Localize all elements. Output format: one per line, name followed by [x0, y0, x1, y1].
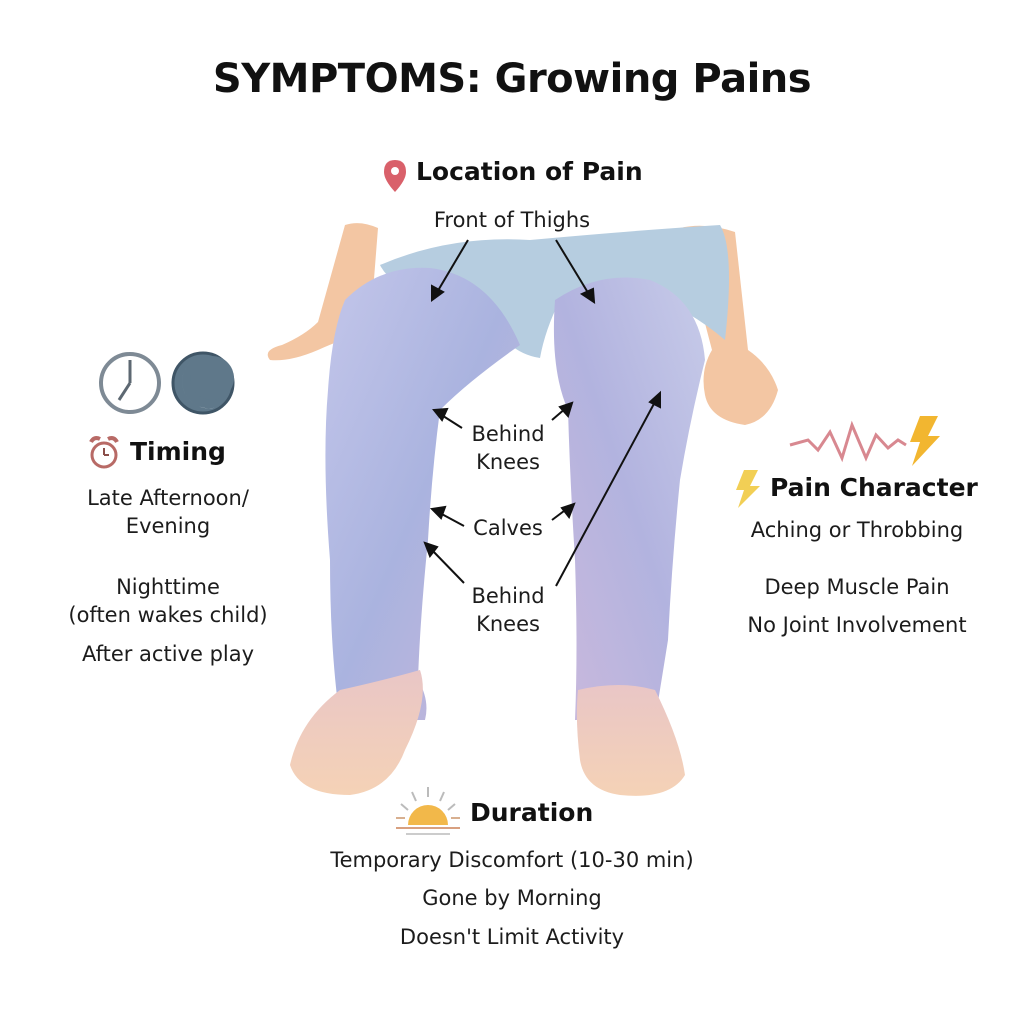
duration-line-2: Gone by Morning: [422, 886, 602, 910]
pain-character-line-3: No Joint Involvement: [747, 613, 967, 637]
lightning-icon: [910, 416, 940, 466]
pulse-wave-icon: [789, 420, 907, 463]
label-behind-knees-top-2: Knees: [476, 450, 540, 474]
page-title: SYMPTOMS: Growing Pains: [212, 56, 812, 102]
label-arrows: [423, 239, 661, 587]
label-behind-knees-bottom-1: Behind: [471, 584, 545, 608]
duration-line-3: Doesn't Limit Activity: [399, 925, 625, 949]
alarm-clock-icon: [89, 436, 119, 469]
duration-heading-text: Duration: [470, 798, 594, 827]
label-front-thighs: Front of Thighs: [433, 208, 591, 232]
right-foot: [576, 685, 685, 796]
pain-character-line-2: Deep Muscle Pain: [764, 575, 950, 599]
moon-icon: [171, 351, 235, 415]
timing-line-1: Late Afternoon/: [87, 486, 249, 510]
timing-line-4: (often wakes child): [68, 603, 268, 627]
left-leg: [325, 267, 520, 720]
pain-character-heading: Pain Character: [770, 473, 978, 502]
duration-heading: Duration: [470, 798, 593, 827]
label-calves: Calves: [473, 516, 543, 540]
pain-character-heading-text: Pain Character: [770, 473, 978, 502]
timing-line-2: Evening: [125, 514, 211, 538]
lightning-small-icon: [736, 470, 760, 508]
timing-line-5: After active play: [81, 642, 255, 666]
duration-line-1: Temporary Discomfort (10-30 min): [330, 848, 694, 872]
right-leg: [553, 277, 705, 720]
clock-icon: [99, 352, 161, 414]
shorts: [380, 225, 729, 358]
label-behind-knees-top-1: Behind: [471, 422, 545, 446]
timing-line-3: Nighttime: [116, 575, 220, 599]
label-behind-knees-bottom-2: Knees: [476, 612, 540, 636]
map-pin-icon: [384, 160, 406, 192]
pain-character-line-1: Aching or Throbbing: [750, 518, 964, 542]
location-heading: Location of Pain: [416, 157, 643, 186]
timing-heading: Timing: [130, 437, 226, 466]
sunrise-icon: [396, 787, 460, 835]
timing-heading-text: Timing: [130, 437, 226, 466]
left-foot: [290, 670, 423, 795]
location-heading-text: Location of Pain: [416, 157, 643, 186]
